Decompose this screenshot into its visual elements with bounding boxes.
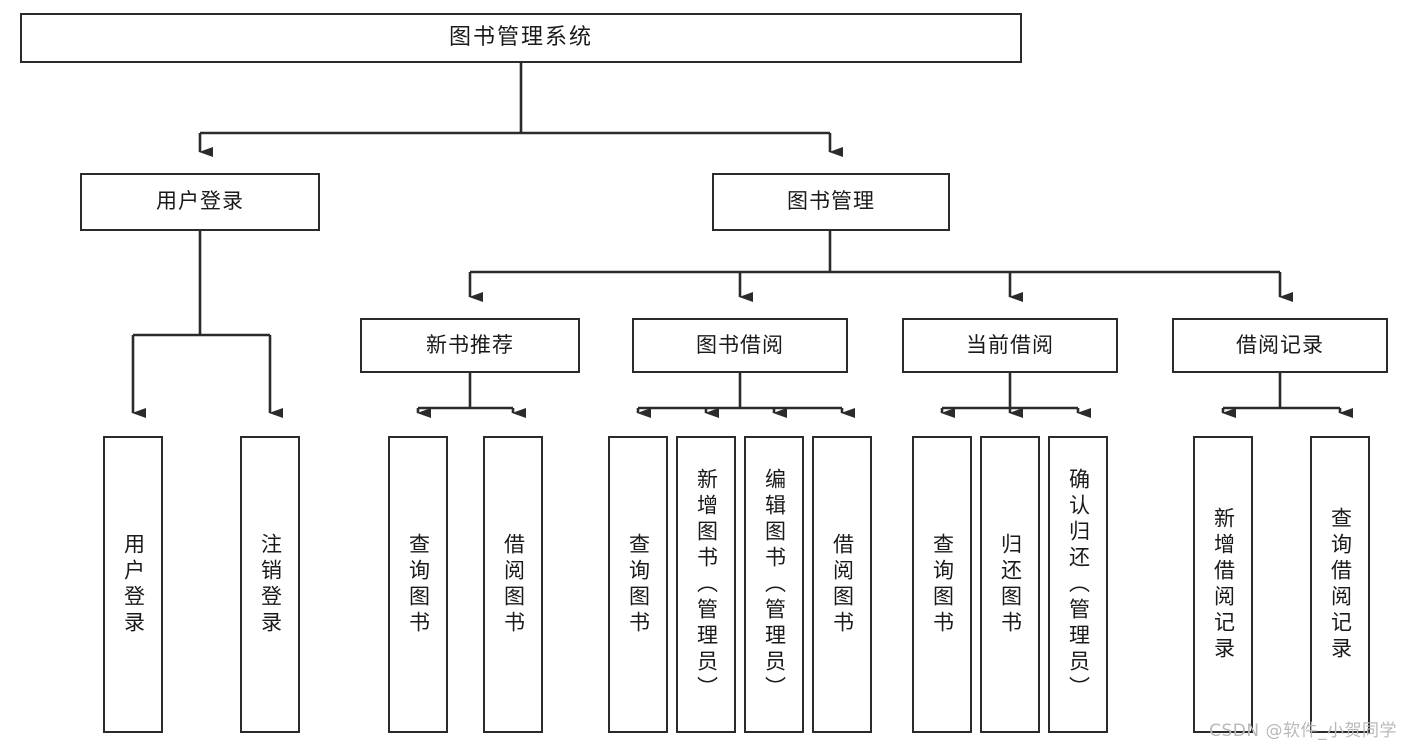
node-label: 借阅记录 [1236,332,1324,357]
node-label: 查询图书 [406,532,431,637]
node-label: 归还图书 [998,532,1023,637]
node-label: 查询借阅记录 [1328,506,1353,663]
node-label: 借阅图书 [501,532,526,637]
leaf-user-logout[interactable]: 注销登录 [240,436,300,733]
node-label: 用户登录 [121,532,146,637]
watermark: CSDN @软件_小贺同学 [1209,721,1397,741]
node-borrow-record[interactable]: 借阅记录 [1172,318,1388,373]
node-label: 查询图书 [626,532,651,637]
node-label: 借阅图书 [830,532,855,637]
node-label: 图书借阅 [696,332,784,357]
node-label: 注销登录 [258,532,283,637]
leaf-current-return-book[interactable]: 归还图书 [980,436,1040,733]
leaf-record-query-record[interactable]: 查询借阅记录 [1310,436,1370,733]
node-label: 用户登录 [156,189,244,214]
node-label: 查询图书 [930,532,955,637]
node-label: 新增图书（管理员） [694,467,719,702]
leaf-record-add-record[interactable]: 新增借阅记录 [1193,436,1253,733]
node-label: 确认归还（管理员） [1066,467,1091,702]
node-book-borrow[interactable]: 图书借阅 [632,318,848,373]
leaf-current-query-book[interactable]: 查询图书 [912,436,972,733]
node-label: 图书管理 [787,189,875,214]
leaf-user-login[interactable]: 用户登录 [103,436,163,733]
node-current-borrow[interactable]: 当前借阅 [902,318,1118,373]
leaf-borrow-query-book[interactable]: 查询图书 [608,436,668,733]
node-label: 当前借阅 [966,332,1054,357]
leaf-borrow-borrow-book[interactable]: 借阅图书 [812,436,872,733]
leaf-borrow-add-book-admin[interactable]: 新增图书（管理员） [676,436,736,733]
node-book-management[interactable]: 图书管理 [712,173,950,231]
leaf-current-confirm-return-admin[interactable]: 确认归还（管理员） [1048,436,1108,733]
node-label: 新增借阅记录 [1211,506,1236,663]
leaf-recommend-query-book[interactable]: 查询图书 [388,436,448,733]
node-label: 新书推荐 [426,332,514,357]
node-new-book-recommend[interactable]: 新书推荐 [360,318,580,373]
leaf-borrow-edit-book-admin[interactable]: 编辑图书（管理员） [744,436,804,733]
leaf-recommend-borrow-book[interactable]: 借阅图书 [483,436,543,733]
node-label: 编辑图书（管理员） [762,467,787,702]
node-label: 图书管理系统 [448,24,593,50]
node-root-system[interactable]: 图书管理系统 [20,13,1022,63]
node-user-login[interactable]: 用户登录 [80,173,320,231]
